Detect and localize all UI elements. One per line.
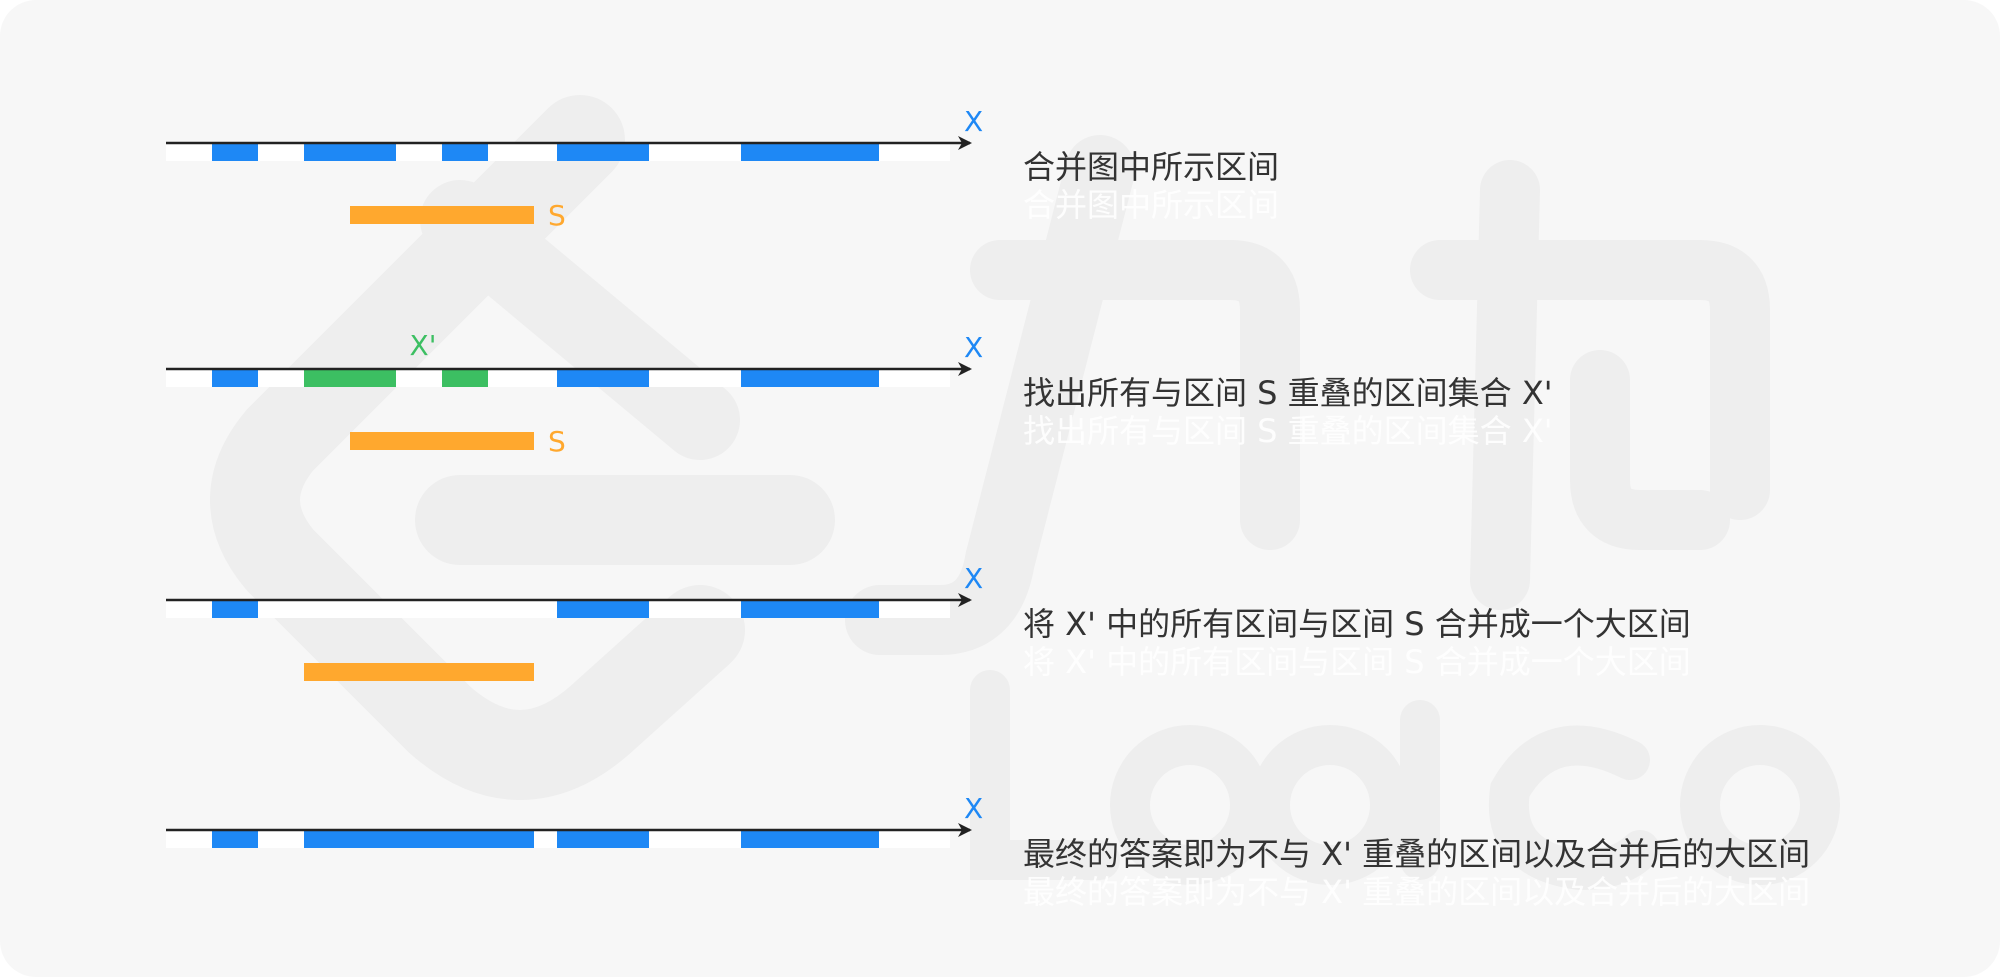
- interval-bar: [212, 830, 258, 848]
- axis-label-x: X: [964, 562, 983, 595]
- interval-bar: [741, 830, 879, 848]
- step-caption: 将 X' 中的所有区间与区间 S 合并成一个大区间: [1023, 605, 1691, 643]
- overlap-label: X': [410, 329, 437, 362]
- overlap-interval: [442, 369, 488, 387]
- s-interval-bar: [350, 206, 534, 224]
- step-caption-reflection: 最终的答案即为不与 X' 重叠的区间以及合并后的大区间: [1023, 873, 1810, 911]
- step-caption-reflection: 将 X' 中的所有区间与区间 S 合并成一个大区间: [1023, 643, 1691, 681]
- interval-bar: [304, 143, 396, 161]
- interval-bar: [557, 830, 649, 848]
- step-caption-reflection: 合并图中所示区间: [1023, 186, 1279, 224]
- interval-bar: [741, 600, 879, 618]
- axis-label-x: X: [964, 792, 983, 825]
- interval-bar: [212, 369, 258, 387]
- step-caption-reflection: 找出所有与区间 S 重叠的区间集合 X': [1023, 412, 1553, 450]
- overlap-interval: [304, 369, 396, 387]
- s-interval-bar: [350, 432, 534, 450]
- interval-bar: [741, 369, 879, 387]
- step-caption: 合并图中所示区间: [1023, 148, 1279, 186]
- panel-2: X X' S 找出所有与区间 S 重叠的区间集合 X'找出所有与区间 S 重叠的区间集…: [166, 329, 1553, 458]
- axis-label-x: X: [964, 331, 983, 364]
- interval-bar: [741, 143, 879, 161]
- axis-label-x: X: [964, 105, 983, 138]
- interval-bar: [557, 369, 649, 387]
- interval-bar: [212, 143, 258, 161]
- interval-bar: [557, 600, 649, 618]
- s-interval-bar: [304, 663, 534, 681]
- interval-bar: [442, 143, 488, 161]
- interval-bar: [557, 143, 649, 161]
- leetcode-logo-icon: [210, 95, 1770, 800]
- interval-bar: [304, 830, 534, 848]
- s-label: S: [548, 199, 566, 232]
- interval-bar: [212, 600, 258, 618]
- step-caption: 最终的答案即为不与 X' 重叠的区间以及合并后的大区间: [1023, 835, 1810, 873]
- s-label: S: [548, 425, 566, 458]
- step-caption: 找出所有与区间 S 重叠的区间集合 X': [1023, 374, 1553, 412]
